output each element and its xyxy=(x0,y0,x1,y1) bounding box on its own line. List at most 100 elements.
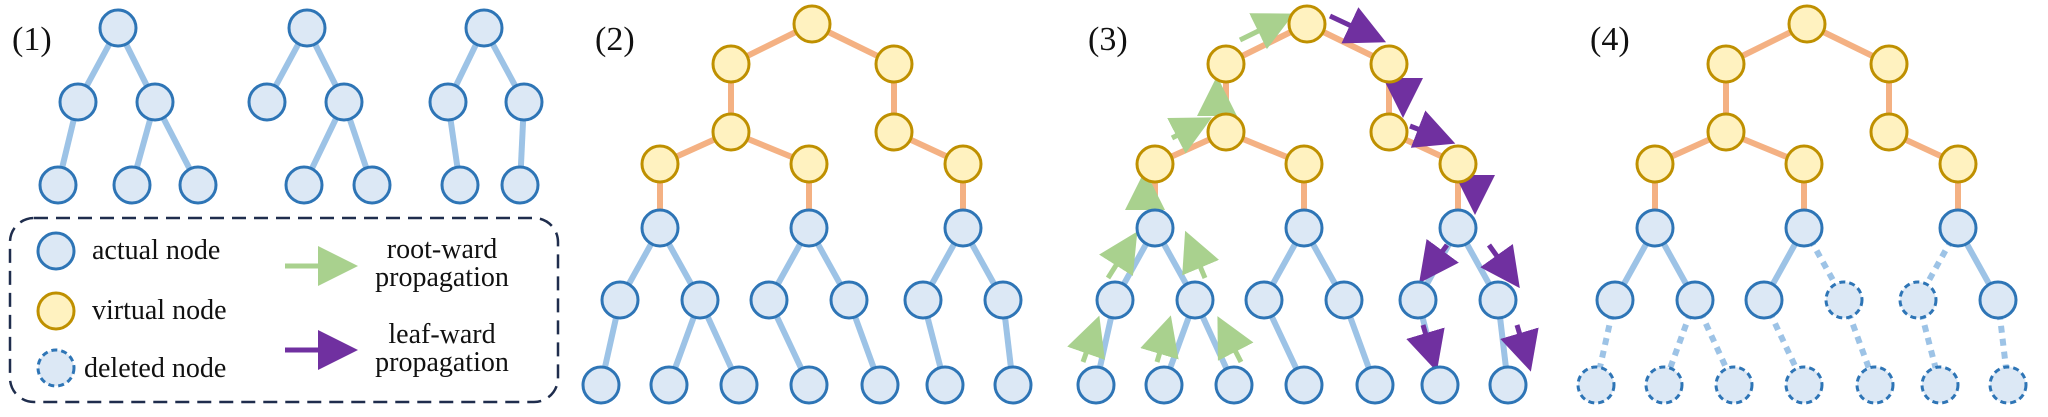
virtual-node xyxy=(1135,144,1175,184)
actual-node xyxy=(428,82,468,122)
actual-node xyxy=(440,165,480,205)
virtual-node xyxy=(1206,112,1246,152)
deleted-node xyxy=(1644,365,1684,405)
actual-node xyxy=(284,165,324,205)
legend-deleted-node-label: deleted node xyxy=(84,353,226,384)
root-ward-arrow xyxy=(1067,315,1105,363)
leaf-ward-arrow xyxy=(1480,243,1520,289)
deleted-node xyxy=(1855,365,1895,405)
actual-node xyxy=(1478,280,1518,320)
virtual-node xyxy=(1369,112,1409,152)
actual-node xyxy=(993,365,1033,405)
virtual-node xyxy=(1787,4,1827,44)
actual-node xyxy=(1744,280,1784,320)
actual-node xyxy=(789,365,829,405)
legend-actual-node-icon xyxy=(36,231,76,271)
actual-node xyxy=(943,208,983,248)
virtual-node xyxy=(1938,144,1978,184)
legend-border xyxy=(8,216,560,404)
actual-node xyxy=(324,82,364,122)
virtual-node xyxy=(792,4,832,44)
deleted-node xyxy=(1988,365,2028,405)
actual-node xyxy=(1355,365,1395,405)
actual-node xyxy=(860,365,900,405)
actual-node xyxy=(112,165,152,205)
virtual-node xyxy=(874,44,914,84)
virtual-node xyxy=(1869,112,1909,152)
actual-node xyxy=(1284,208,1324,248)
deleted-node xyxy=(1898,280,1938,320)
actual-node xyxy=(581,365,621,405)
virtual-node xyxy=(1706,112,1746,152)
actual-node xyxy=(1438,208,1478,248)
virtual-node xyxy=(640,144,680,184)
actual-node xyxy=(903,280,943,320)
virtual-node xyxy=(1869,44,1909,84)
actual-node xyxy=(1635,208,1675,248)
actual-node xyxy=(500,165,540,205)
actual-node xyxy=(829,280,869,320)
root-ward-arrow xyxy=(1140,315,1179,363)
root-ward-arrow xyxy=(1099,231,1138,280)
virtual-node xyxy=(1369,44,1409,84)
actual-node xyxy=(719,365,759,405)
root-ward-arrow xyxy=(1217,316,1254,364)
virtual-node xyxy=(1284,144,1324,184)
legend-leaf-ward-line1: leaf-ward xyxy=(388,319,495,350)
actual-node xyxy=(1144,365,1184,405)
actual-node xyxy=(983,280,1023,320)
virtual-node xyxy=(1206,44,1246,84)
legend-box: actual node virtual node deleted node ro… xyxy=(8,216,560,404)
leaf-ward-arrow xyxy=(1328,7,1387,44)
actual-node xyxy=(98,8,138,48)
deleted-node xyxy=(1824,280,1864,320)
virtual-node xyxy=(789,144,829,184)
legend-root-ward-line1: root-ward xyxy=(387,234,497,265)
actual-node xyxy=(1244,280,1284,320)
actual-node xyxy=(1214,365,1254,405)
actual-node xyxy=(135,82,175,122)
panel-label-2: (2) xyxy=(595,21,635,58)
leaf-ward-arrow xyxy=(1409,110,1456,148)
legend-leaf-ward-line2: propagation xyxy=(375,347,509,378)
deleted-node xyxy=(1784,365,1824,405)
actual-node xyxy=(1076,365,1116,405)
actual-node xyxy=(1284,365,1324,405)
actual-node xyxy=(1978,280,2018,320)
leaf-ward-arrow xyxy=(1419,238,1459,284)
legend-virtual-node-label: virtual node xyxy=(92,295,227,326)
actual-node xyxy=(58,82,98,122)
actual-node xyxy=(1135,208,1175,248)
actual-node xyxy=(1938,208,1978,248)
nodes-layer xyxy=(38,4,2028,405)
actual-node xyxy=(1398,280,1438,320)
legend-deleted-node-icon xyxy=(36,348,76,388)
actual-node xyxy=(247,82,287,122)
actual-node xyxy=(1595,280,1635,320)
virtual-node xyxy=(874,112,914,152)
actual-node xyxy=(1095,280,1135,320)
actual-node xyxy=(1488,365,1528,405)
deleted-node xyxy=(1920,365,1960,405)
actual-node xyxy=(352,165,392,205)
actual-node xyxy=(749,280,789,320)
actual-node xyxy=(178,165,218,205)
panel-label-3: (3) xyxy=(1088,21,1128,58)
actual-node xyxy=(649,365,689,405)
actual-node xyxy=(1175,280,1215,320)
deleted-node xyxy=(1714,365,1754,405)
actual-node xyxy=(600,280,640,320)
arrows-layer xyxy=(1067,7,1539,372)
virtual-node xyxy=(943,144,983,184)
legend-actual-node-label: actual node xyxy=(92,235,220,266)
root-ward-arrow xyxy=(1182,230,1220,279)
legend-root-ward-line2: propagation xyxy=(375,262,509,293)
virtual-node xyxy=(1706,44,1746,84)
legend-virtual-node-icon xyxy=(36,291,76,331)
actual-node xyxy=(1675,280,1715,320)
leaf-ward-arrow xyxy=(1406,324,1445,372)
virtual-node xyxy=(1635,144,1675,184)
actual-node xyxy=(464,8,504,48)
root-ward-arrow xyxy=(1167,117,1212,154)
